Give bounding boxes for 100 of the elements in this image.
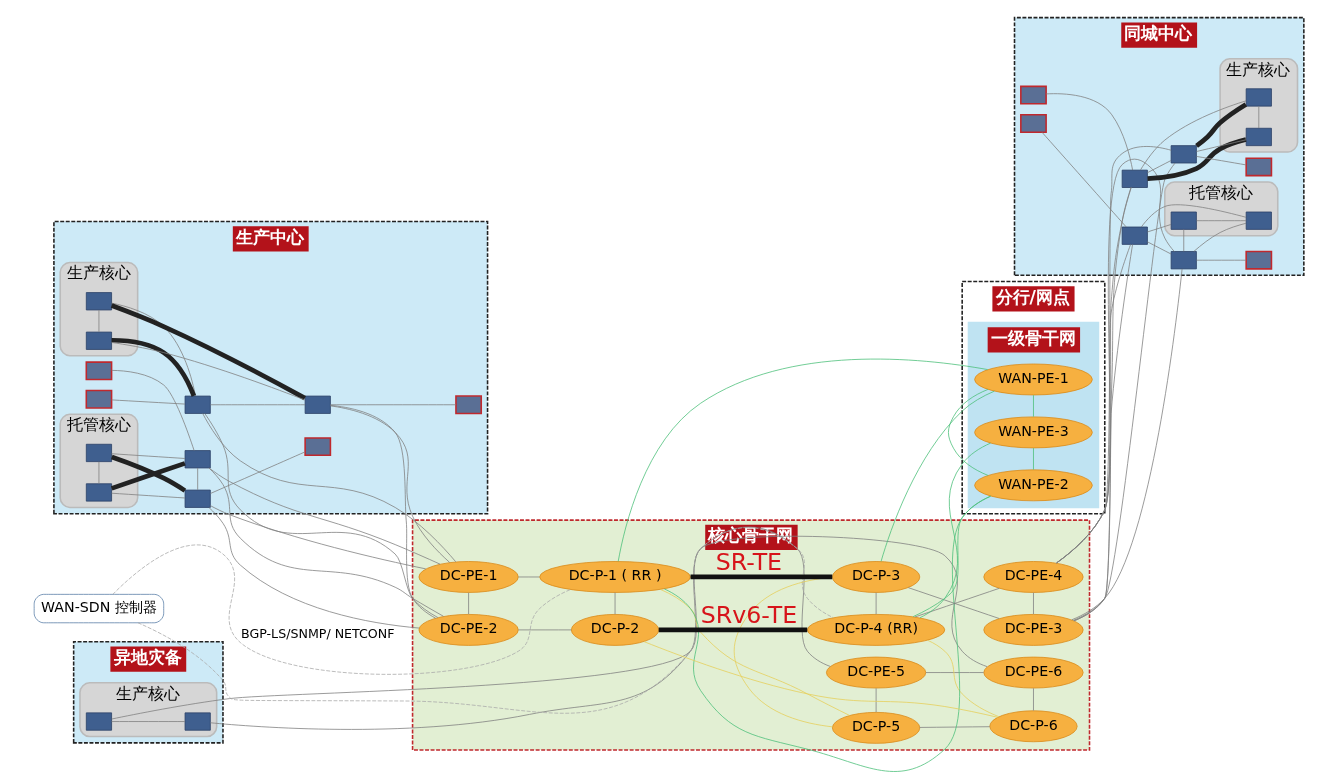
connector	[919, 726, 991, 728]
node-switch	[1245, 127, 1272, 147]
connector	[1183, 229, 1185, 252]
node-ellipse: DC-PE-2	[418, 614, 519, 646]
connector	[1258, 105, 1260, 129]
node-firewall	[1245, 250, 1273, 270]
connector	[658, 627, 808, 633]
connector	[208, 467, 441, 565]
connector	[202, 413, 457, 563]
edge-label: BGP-LS/SNMP/ NETCONF	[241, 626, 395, 642]
connector	[518, 576, 540, 578]
node-ellipse: DC-PE-4	[983, 561, 1084, 593]
node-ellipse: DC-P-4 (RR)	[807, 614, 946, 646]
node-ellipse: DC-P-3	[832, 561, 921, 593]
connector	[518, 629, 572, 631]
node-firewall	[1245, 157, 1273, 177]
connector	[617, 358, 989, 562]
node-ellipse: DC-P-1 ( RR )	[539, 561, 691, 593]
connector	[1147, 241, 1172, 255]
connector	[110, 303, 306, 401]
node-switch	[304, 395, 331, 414]
connector	[330, 404, 457, 406]
connector	[210, 505, 427, 570]
node-switch	[184, 450, 211, 469]
connector	[111, 399, 186, 405]
connector	[1195, 102, 1248, 148]
connector	[919, 442, 991, 619]
node-firewall	[455, 395, 483, 415]
connector	[197, 467, 199, 491]
node-firewall	[85, 389, 113, 409]
connector	[1196, 156, 1247, 166]
node-ellipse: DC-P-5	[832, 712, 921, 744]
node-switch	[85, 483, 112, 502]
connector	[111, 337, 197, 397]
connector	[1033, 394, 1034, 418]
connector	[1196, 220, 1247, 222]
node-switch	[1170, 211, 1197, 230]
connector	[210, 451, 306, 494]
connector	[663, 495, 991, 772]
node-ellipse: DC-PE-3	[983, 614, 1084, 646]
connector	[111, 370, 195, 451]
connector	[875, 592, 877, 615]
connector	[1147, 224, 1172, 233]
connector	[1033, 447, 1034, 470]
node-switch	[1121, 169, 1148, 188]
edge-label: SR-TE	[715, 547, 783, 576]
connector	[1147, 137, 1247, 181]
connector	[660, 589, 850, 716]
connector	[210, 404, 306, 406]
connector	[98, 461, 100, 484]
connector	[912, 495, 992, 618]
connector	[110, 461, 186, 491]
node-switch	[1170, 145, 1197, 164]
connector	[925, 672, 984, 673]
connector	[98, 309, 100, 333]
connector	[690, 574, 833, 580]
node-ellipse: WAN-PE-2	[974, 469, 1093, 502]
cluster: 托管核心	[1164, 181, 1279, 237]
node-firewall	[85, 361, 113, 381]
connector	[927, 639, 1000, 718]
connector	[468, 592, 469, 615]
connector	[111, 454, 187, 493]
connector	[880, 390, 995, 562]
edge-label: SRv6-TE	[700, 600, 798, 629]
cluster: 生产核心	[1219, 57, 1299, 153]
cluster: 生产核心	[59, 261, 139, 357]
node-ellipse: DC-P-2	[570, 614, 660, 646]
connector	[614, 592, 616, 615]
node-switch	[85, 443, 112, 463]
connector	[1140, 100, 1247, 171]
connector	[111, 302, 196, 397]
connector	[1071, 268, 1183, 621]
node-switch	[85, 331, 112, 350]
node-ellipse: DC-PE-5	[826, 656, 927, 689]
connector	[1193, 222, 1247, 252]
node-ellipse: DC-PE-1	[418, 561, 519, 593]
connector	[1073, 162, 1176, 621]
node-ellipse: WAN-PE-3	[974, 416, 1093, 449]
connector	[111, 721, 186, 722]
node-switch	[184, 489, 211, 508]
node-firewall	[1020, 114, 1047, 133]
connector	[208, 467, 444, 617]
connector	[643, 641, 998, 718]
node-switch	[85, 712, 112, 731]
connector	[1196, 139, 1247, 152]
node-switch	[1170, 251, 1197, 270]
connector	[1196, 259, 1247, 261]
connector	[330, 405, 451, 563]
node-switch	[85, 292, 112, 311]
node-switch	[1121, 226, 1148, 245]
connector	[111, 453, 186, 459]
node-switch	[1245, 88, 1272, 107]
connector	[111, 342, 306, 401]
cluster: 生产核心	[79, 682, 218, 738]
connector	[330, 404, 436, 619]
node-ellipse: DC-P-6	[989, 710, 1078, 743]
connector	[1147, 160, 1172, 174]
node-ellipse: DC-PE-6	[983, 656, 1084, 689]
connector	[209, 535, 988, 730]
connector	[1033, 687, 1034, 711]
